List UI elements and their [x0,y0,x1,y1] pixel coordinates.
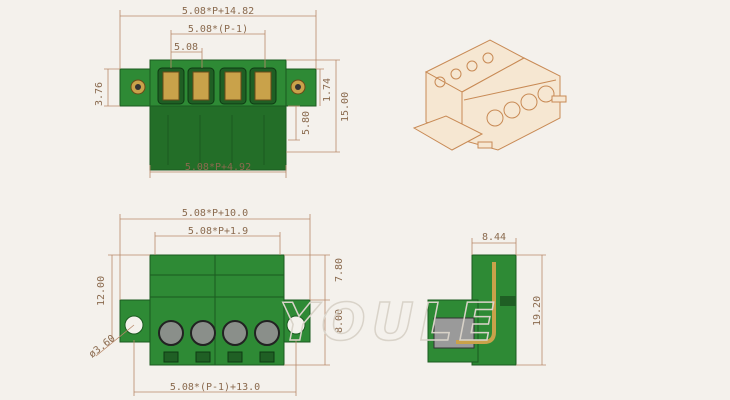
top-view: 5.08*P+14.82 5.08*(P-1) 5.08 5.08*P+4.92… [94,6,351,178]
top-dim-height: 15.00 [340,92,351,122]
front-dim-upper: 7.80 [334,258,345,282]
side-view: 8.44 19.20 [427,232,546,366]
side-dim-height: 19.20 [532,296,543,326]
watermark: YOULE [280,293,501,353]
front-mount-right [286,315,306,335]
top-view-terminals [157,67,277,105]
top-dim-body-width: 5.08*P+4.92 [185,162,251,173]
top-dim-left-height: 3.76 [94,82,105,106]
top-dim-depth-small: 5.80 [301,111,312,135]
top-dim-pitch-total: 5.08*(P-1) [188,24,248,35]
front-dim-bottom: 5.08*(P-1)+13.0 [170,382,260,393]
front-dim-hole: ø3.60 [87,333,117,360]
top-view-lower [149,105,287,171]
side-view-contact [456,262,496,344]
top-view-mount-right-core [295,84,301,90]
front-dim-lower: 8.00 [334,309,345,333]
front-dim-inner: 5.08*P+1.9 [188,226,248,237]
iso-flange [412,115,484,151]
top-dim-flange: 1.74 [322,78,333,102]
top-view-mount-left-core [135,84,141,90]
top-dim-overall: 5.08*P+14.82 [182,6,254,17]
side-dim-width: 8.44 [482,232,506,243]
front-dim-overall: 5.08*P+10.0 [182,208,248,219]
side-view-screw [433,317,475,349]
front-view: 5.08*P+10.0 5.08*P+1.9 12.00 7.80 8.00 ø… [87,208,345,396]
top-dim-pitch: 5.08 [174,42,198,53]
front-view-body [149,254,285,366]
front-dim-height: 12.00 [96,276,107,306]
front-view-wire-entries [158,320,280,363]
iso-view [412,39,567,151]
